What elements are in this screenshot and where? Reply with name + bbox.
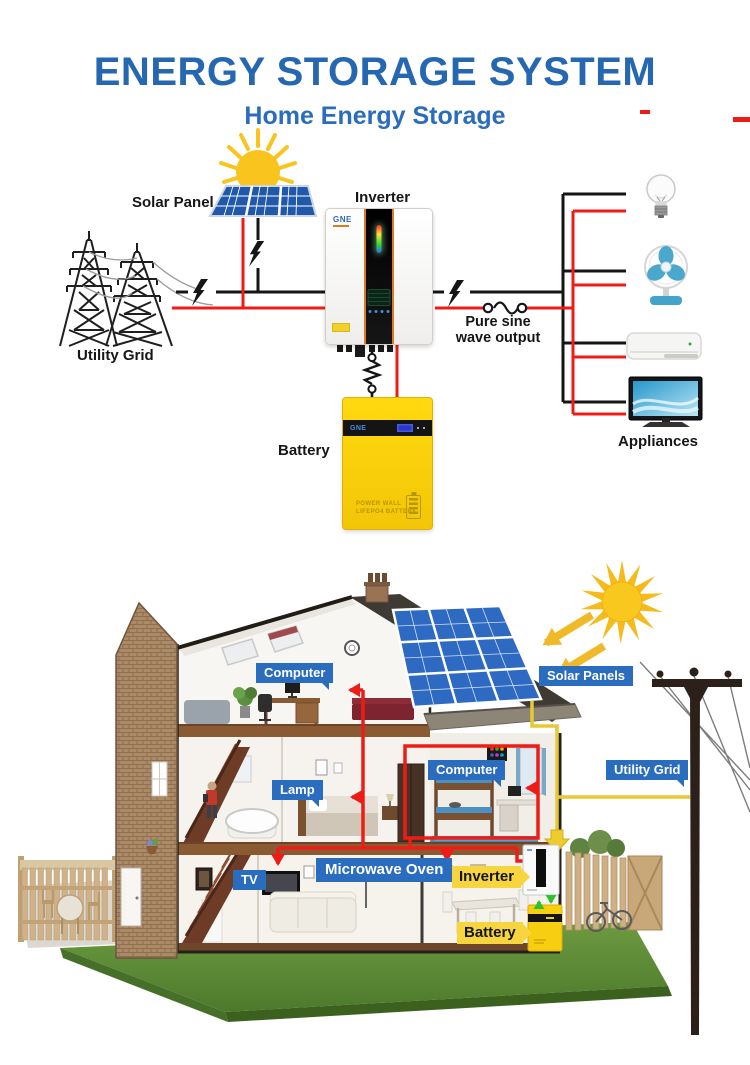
battery-unit: GNE POWER WALL LIFEPO4 BATTERY	[342, 397, 433, 530]
battery-level-icon	[406, 495, 421, 519]
battery-lcd-icon	[397, 424, 413, 432]
ac-red-wires	[172, 209, 626, 416]
solar-panel-label: Solar Panel	[132, 194, 214, 211]
inverter-unit: GNE	[325, 208, 433, 345]
yellow-arrow-icon	[543, 829, 571, 853]
red-wiring	[271, 683, 540, 866]
patio-table-icon	[42, 890, 100, 934]
label-computer-bedroom: Computer	[428, 760, 506, 787]
bicycle-icon	[586, 902, 632, 932]
stray-red-mark	[733, 117, 750, 122]
rainbow-led-icon	[376, 225, 382, 253]
yellow-wiring	[530, 701, 690, 832]
label-tv: TV	[233, 870, 266, 890]
brand-logo: GNE	[350, 424, 367, 432]
green-arrows-icon	[533, 895, 557, 909]
lightning-bolt-icon	[249, 241, 265, 267]
inverter-display	[367, 289, 391, 306]
label-computer-attic: Computer	[256, 663, 334, 690]
inverter-buttons	[368, 310, 390, 313]
inverter-label: Inverter	[355, 189, 411, 206]
label-battery: Battery	[457, 922, 523, 944]
lightbulb-icon	[646, 174, 676, 218]
lightning-bolt-icon	[448, 280, 464, 307]
brand-logo: GNE	[333, 215, 352, 227]
transmission-tower-icon	[59, 231, 173, 347]
appliances-label: Appliances	[618, 433, 699, 450]
sun-arrows-icon	[542, 611, 607, 677]
chimney-icon	[364, 573, 390, 603]
fan-icon	[644, 245, 688, 305]
battery-label: Battery	[278, 442, 330, 459]
pure-sine-wave-label: Pure sine wave output	[455, 314, 541, 346]
dc-ac-wires	[176, 192, 626, 404]
utility-grid-label: Utility Grid	[77, 347, 154, 364]
utility-pole-icon	[652, 667, 742, 1035]
label-inverter: Inverter	[452, 866, 522, 888]
roof-solar-panels-icon	[350, 573, 582, 731]
inverter-connectors	[337, 345, 393, 357]
sine-wave-icon	[482, 301, 528, 315]
brick-wall	[115, 601, 178, 959]
air-conditioner-icon	[626, 332, 702, 360]
house-inverter-icon	[522, 844, 560, 896]
warning-sticker-icon	[332, 323, 350, 332]
battery-front-panel: GNE	[343, 420, 432, 436]
page-title: ENERGY STORAGE SYSTEM	[93, 50, 657, 94]
page-subtitle: Home Energy Storage	[244, 102, 506, 130]
house-battery-icon	[527, 904, 563, 952]
lightning-bolt-icon	[192, 279, 208, 306]
sun-icon	[219, 128, 297, 194]
person-icon	[203, 781, 217, 818]
battery-model-text: POWER WALL LIFEPO4 BATTERY	[356, 501, 417, 515]
sun-icon-2	[580, 560, 664, 644]
battery-wires	[361, 345, 399, 397]
backyard-fence	[565, 830, 663, 932]
label-solar-panels: Solar Panels	[539, 666, 634, 686]
inverter-front-panel	[364, 209, 394, 344]
tv-icon	[628, 376, 703, 427]
label-lamp: Lamp	[272, 780, 323, 807]
label-microwave-oven: Microwave Oven	[316, 858, 453, 882]
label-utility-grid: Utility Grid	[606, 760, 689, 787]
stray-red-mark	[640, 110, 650, 114]
solar-panel-icon	[208, 185, 318, 217]
